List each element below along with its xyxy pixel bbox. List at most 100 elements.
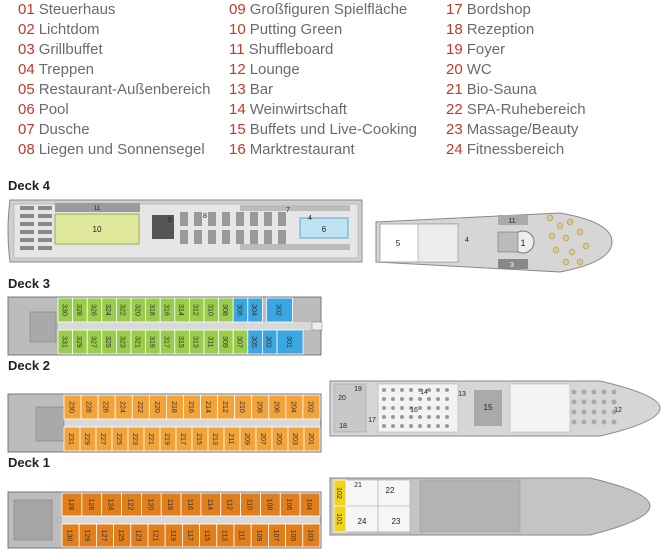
legend-number: 12: [229, 61, 246, 78]
legend-number: 19: [446, 41, 463, 58]
cabin-number: 308: [221, 304, 228, 316]
cabin-number: 301: [285, 336, 292, 348]
legend-label: Großfiguren Spielfläche: [249, 1, 408, 18]
cabin-number: 228: [85, 401, 92, 413]
deck-3-label: Deck 3: [8, 276, 50, 291]
cabin-number: 327: [90, 336, 97, 348]
deck-4-label: Deck 4: [8, 178, 50, 193]
cabin-number: 128: [67, 499, 74, 511]
cabin-number: 307: [236, 336, 243, 348]
cabin-number: 213: [211, 433, 218, 445]
area-number: 5: [396, 239, 401, 248]
cabin-number: 127: [100, 530, 107, 542]
legend-label: Pool: [38, 101, 69, 118]
cabin-number: 114: [206, 499, 213, 510]
area-number: 13: [458, 391, 466, 398]
legend-label: Liegen und Sonnensegel: [38, 141, 205, 158]
cabin-number: 204: [289, 401, 296, 413]
cabin-number: 124: [107, 499, 114, 511]
cabin-number: 320: [133, 304, 140, 316]
cabin-number: 306: [236, 304, 243, 316]
cabin-number: 103: [306, 530, 313, 542]
legend-number: 03: [18, 41, 35, 58]
legend-label: Rezeption: [466, 21, 535, 38]
cabin-number: 109: [255, 530, 262, 542]
cabin-number: 302: [274, 304, 281, 316]
cabin-number: 211: [227, 433, 234, 444]
cabin: [299, 492, 321, 517]
legend-number: 01: [18, 1, 35, 18]
legend-number: 18: [446, 21, 463, 38]
pool-area: [299, 217, 349, 239]
area-number: 8: [203, 213, 207, 220]
area-number: 24: [358, 517, 367, 526]
cabin-number: 104: [305, 499, 312, 511]
cabin-number: 328: [75, 304, 82, 316]
cabin: [333, 505, 347, 533]
cabin-number: 117: [186, 530, 193, 541]
cabin-number: 112: [226, 499, 233, 510]
legend-number: 05: [18, 81, 35, 98]
area-number: 4: [465, 237, 469, 244]
legend-label: Lichtdom: [38, 21, 100, 38]
legend-number: 22: [446, 101, 463, 118]
cabin-number: 322: [119, 304, 126, 316]
legend-number: 20: [446, 61, 463, 78]
area-number: 14: [420, 389, 428, 396]
cabin-number: 120: [146, 499, 153, 511]
legend-number: 15: [229, 121, 246, 138]
legend-number: 24: [446, 141, 463, 158]
cabin-number: 203: [291, 433, 298, 445]
cabin: [276, 329, 304, 355]
cabin-number: 314: [177, 304, 184, 316]
cabin-number: 115: [203, 530, 210, 541]
cabin-number: 318: [148, 304, 155, 316]
legend-number: 09: [229, 1, 246, 18]
area-number: 11: [94, 206, 101, 212]
cabin-number: 323: [119, 336, 126, 348]
cabin-number: 208: [255, 401, 262, 413]
cabin-number: 231: [67, 433, 74, 445]
cabin-number: 326: [90, 304, 97, 316]
legend-number: 13: [229, 81, 246, 98]
cabin-number: 214: [204, 401, 211, 413]
legend-number: 02: [18, 21, 35, 38]
area-number: 7: [286, 207, 290, 214]
legend-label: Putting Green: [249, 21, 343, 38]
cabin-number: 221: [147, 433, 154, 445]
cabin-number: 225: [115, 433, 122, 445]
cabin-number: 129: [83, 530, 90, 542]
cabin-number: 316: [163, 304, 170, 316]
game-field: [152, 215, 174, 239]
cabin: [302, 523, 321, 548]
cabin-number: 305: [250, 336, 257, 348]
area-number: 21: [354, 482, 362, 489]
cabin: [302, 394, 321, 420]
cabin-number: 118: [166, 499, 173, 510]
cabin-number: 315: [177, 336, 184, 348]
cabin-number: 311: [206, 336, 213, 347]
cabin-number: 216: [187, 401, 194, 413]
legend-number: 17: [446, 1, 463, 18]
area-number: 4: [308, 215, 312, 222]
shuffleboard-area: [55, 203, 140, 212]
legend-label: Bar: [249, 81, 274, 98]
legend-label: Shuffleboard: [248, 41, 334, 58]
cabin-number: 130: [66, 530, 73, 542]
cabin-number: 313: [192, 336, 199, 348]
legend-number: 23: [446, 121, 463, 138]
